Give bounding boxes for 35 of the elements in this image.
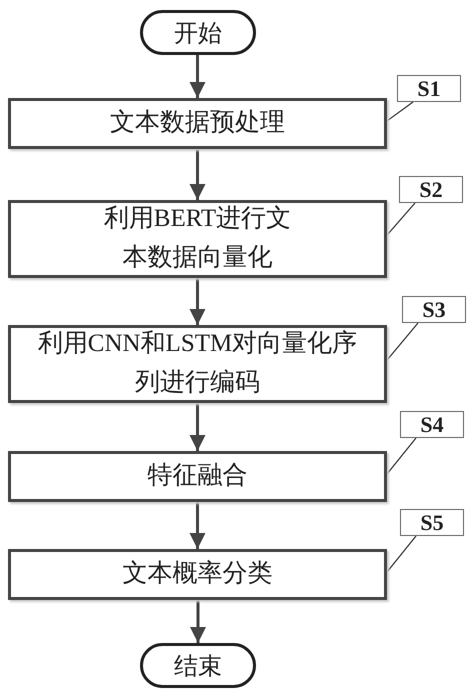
node-text: 开始 (173, 20, 223, 48)
node-text: 特征融合 (146, 461, 248, 492)
step-label-box (400, 509, 464, 536)
arrow (190, 278, 206, 325)
leader-line (386, 536, 416, 572)
node-text: S3 (421, 296, 447, 322)
terminal-box (140, 643, 256, 688)
arrow (190, 55, 206, 98)
step-label-box (402, 296, 466, 323)
node-text: S1 (416, 76, 442, 102)
node-text: 利用CNN和LSTM对向量化序列进行编码 (36, 328, 358, 398)
node-text: S5 (419, 510, 445, 536)
process-box (8, 200, 387, 278)
arrow (190, 149, 206, 200)
step-label-box (400, 411, 464, 438)
leader-line (386, 322, 418, 360)
step-label-box (399, 176, 463, 203)
process-box (8, 451, 387, 502)
leader-line (386, 438, 416, 474)
process-box (8, 549, 387, 600)
process-box (8, 325, 387, 403)
arrow (190, 600, 206, 643)
terminal-box (140, 10, 256, 55)
arrow (190, 403, 206, 451)
node-text: 利用BERT进行文本数据向量化 (102, 204, 292, 273)
leader-line (386, 202, 416, 236)
node-text: 文本数据预处理 (109, 108, 286, 138)
process-box (8, 98, 387, 149)
arrow (190, 502, 206, 549)
step-label-box (397, 75, 461, 102)
node-text: S2 (418, 176, 444, 202)
node-text: S4 (419, 412, 445, 438)
node-text: 文本概率分类 (122, 558, 274, 590)
leader-line (386, 102, 414, 122)
node-text: 结束 (173, 652, 223, 682)
